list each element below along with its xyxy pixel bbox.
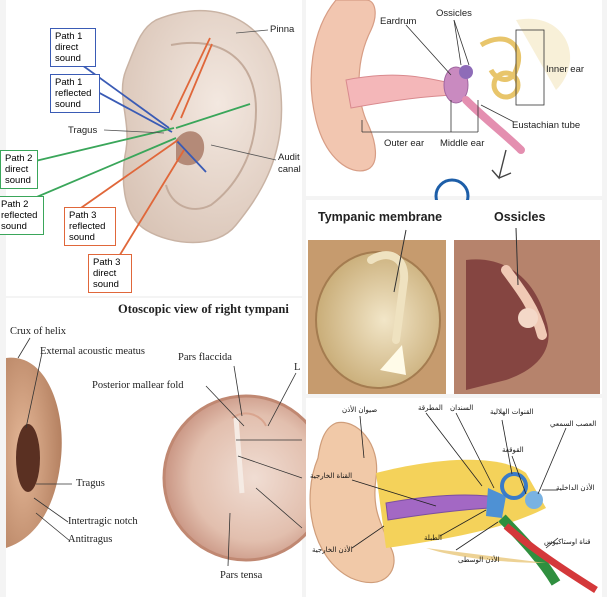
tympanic-membrane-figure: Tympanic membrane Ossicles: [306, 200, 602, 394]
ar-middle-ear-label: الأذن الوسطى: [458, 556, 500, 564]
path3-direct-box: Path 3 direct sound: [88, 254, 132, 293]
path2-direct-box: Path 2 direct sound: [0, 150, 38, 189]
external-acoustic-meatus-label: External acoustic meatus: [40, 346, 145, 357]
inner-ear-label: Inner ear: [546, 64, 585, 75]
eustachian-tube-label: Eustachian tube: [512, 120, 581, 131]
ar-ext-canal-label: القناة الخارجية: [310, 472, 353, 480]
middle-ear-label: Middle ear: [440, 138, 485, 149]
otoscopic-illustration: [6, 337, 330, 567]
tragus-label: Tragus: [68, 125, 98, 136]
path3-reflected-box: Path 3 reflected sound: [64, 207, 116, 246]
ar-inner-ear-label: الأذن الداخلية: [556, 484, 595, 492]
ar-eustachian-label: قناة اوستاكيوس: [544, 538, 591, 546]
ar-anvil-label: السندان: [450, 404, 474, 412]
edge-letter-label: L: [294, 362, 301, 373]
auditory-canal-label: Audit canal: [278, 152, 301, 175]
path1-reflected-box: Path 1 reflected sound: [50, 74, 100, 113]
ear-anatomy-figure: Eardrum Ossicles Inner ear Eustachian tu…: [306, 0, 602, 214]
outer-ear-label: Outer ear: [384, 138, 425, 149]
tragus-label-2: Tragus: [76, 478, 105, 489]
ar-hammer-label: المطرقة: [418, 404, 443, 412]
otoscopic-view-figure: Otoscopic view of right tympani Crux of …: [6, 298, 330, 597]
crux-of-helix-label: Crux of helix: [10, 326, 66, 337]
path2-reflected-box: Path 2 reflected sound: [0, 196, 44, 235]
tympanic-illustration: [308, 227, 600, 394]
ar-canals-label: القنوات الهلالية: [490, 408, 534, 416]
posterior-mallear-fold-label: Posterior mallear fold: [92, 380, 184, 391]
ossicles-label: Ossicles: [436, 8, 472, 19]
tympanic-membrane-label: Tympanic membrane: [318, 210, 443, 224]
ar-nerve-label: العصب السمعي: [550, 420, 597, 428]
arabic-ear-illustration: [309, 412, 598, 593]
pars-flaccida-label: Pars flaccida: [178, 352, 232, 363]
intertragic-notch-label: Intertragic notch: [68, 516, 138, 527]
ossicles-label-2: Ossicles: [494, 210, 546, 224]
ar-outer-ear-top-label: صيوان الأذن: [342, 406, 378, 414]
ear-cross-section: [310, 0, 571, 214]
pinna-illustration: [5, 9, 283, 259]
sound-paths-figure: Path 1 direct sound Path 1 reflected sou…: [0, 0, 302, 296]
otoscopic-title: Otoscopic view of right tympani: [118, 302, 289, 316]
eardrum-label: Eardrum: [380, 16, 417, 27]
arabic-ear-anatomy-figure: صيوان الأذن المطرقة السندان القنوات الهل…: [306, 398, 602, 597]
path1-direct-box: Path 1 direct sound: [50, 28, 96, 67]
pinna-label: Pinna: [270, 24, 295, 35]
antitragus-label: Antitragus: [68, 534, 113, 545]
ar-drum-label: الطبلة: [424, 534, 443, 542]
pars-tensa-label: Pars tensa: [220, 570, 263, 581]
ar-cochlea-label: القوقعة: [502, 446, 524, 454]
ar-outer-ear-label: الأذن الخارجية: [312, 546, 353, 554]
